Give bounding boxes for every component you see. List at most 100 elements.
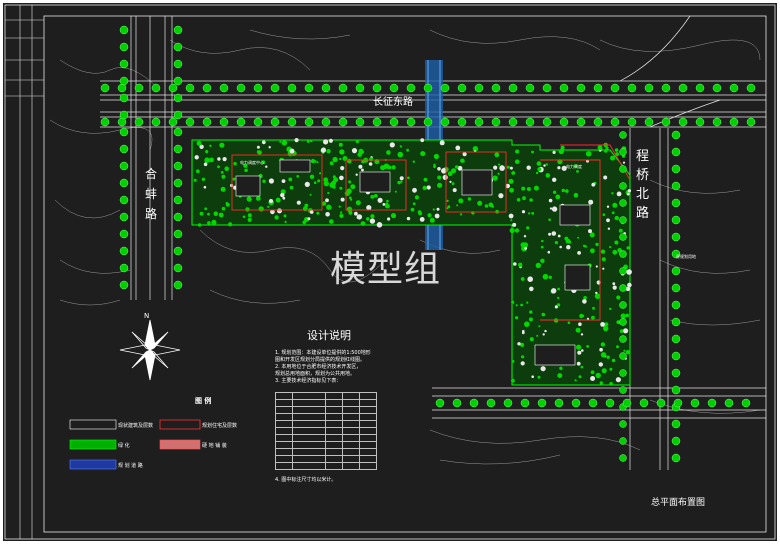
table-cell (360, 400, 377, 407)
road-char: 路 (145, 204, 165, 224)
legend-label: 硬 地 铺 装 (202, 442, 227, 449)
tree-icon (672, 267, 680, 275)
tree-icon (747, 84, 755, 92)
tree-icon (730, 84, 738, 92)
tree-icon (577, 84, 585, 92)
design-notes-title: 设计说明 (307, 330, 351, 341)
tree-icon (169, 118, 177, 126)
tree-icon (441, 118, 449, 126)
road-char: 路 (636, 204, 656, 223)
tree-icon (424, 84, 432, 92)
tree-icon (135, 118, 143, 126)
tree-icon (560, 84, 568, 92)
tree-icon (120, 162, 128, 170)
tree-icon (174, 230, 182, 238)
tree-icon (620, 268, 627, 275)
table-cell (276, 428, 293, 435)
table-cell (293, 463, 326, 470)
tree-icon (577, 118, 585, 126)
table-cell (360, 463, 377, 470)
table-cell (360, 435, 377, 442)
table-cell (360, 456, 377, 463)
tree-icon (390, 118, 398, 126)
tree-icon (271, 118, 279, 126)
table-cell (293, 414, 326, 421)
table-cell (360, 407, 377, 414)
indicator-table (275, 392, 377, 470)
tree-icon (672, 386, 680, 394)
tree-icon (356, 118, 364, 126)
tree-icon (504, 399, 512, 407)
tree-icon (672, 148, 680, 156)
table-cell (276, 407, 293, 414)
tree-icon (538, 399, 546, 407)
tree-icon (174, 128, 182, 136)
tree-icon (174, 196, 182, 204)
tree-icon (169, 84, 177, 92)
table-cell (293, 407, 326, 414)
road-char: 程 (636, 147, 656, 166)
planned-road-icon (70, 460, 116, 469)
table-cell (293, 400, 326, 407)
tree-icon (606, 399, 614, 407)
tree-icon (174, 264, 182, 272)
tree-icon (152, 84, 160, 92)
table-cell (343, 400, 360, 407)
tree-icon (589, 399, 597, 407)
road-label-east: 程 桥 北 路 (636, 147, 656, 223)
table-cell (326, 456, 343, 463)
legend-label: 绿 化 (118, 442, 130, 449)
tree-icon (672, 182, 680, 190)
table-cell (343, 442, 360, 449)
legend-title: 图 例 (195, 398, 211, 405)
table-cell (293, 421, 326, 428)
tree-icon (672, 216, 680, 224)
tree-icon (120, 60, 128, 68)
tree-icon (672, 199, 680, 207)
design-notes-body: 1. 规划范围：本建设单位提供的1:500地形 图和开发区规划分局提供的规划红线… (275, 350, 415, 385)
tree-icon (120, 128, 128, 136)
tree-icon (220, 84, 228, 92)
tree-icon (672, 369, 680, 377)
table-cell (343, 407, 360, 414)
tree-icon (174, 60, 182, 68)
north-label: N (144, 312, 149, 320)
tree-icon (645, 84, 653, 92)
tree-icon (407, 84, 415, 92)
tree-icon (305, 118, 313, 126)
road-label-hefei: 合 蚌 路 (145, 164, 165, 224)
building-label-annotation: 原规划用地 (676, 254, 696, 260)
tree-icon (611, 84, 619, 92)
tree-icon (322, 84, 330, 92)
road-char: 桥 (636, 166, 656, 185)
tree-icon (691, 399, 699, 407)
tree-icon (708, 399, 716, 407)
tree-icon (572, 399, 580, 407)
tree-icon (672, 284, 680, 292)
tree-icon (747, 118, 755, 126)
tree-icon (543, 118, 551, 126)
tree-icon (730, 118, 738, 126)
table-cell (343, 414, 360, 421)
table-cell (326, 421, 343, 428)
tree-icon (672, 352, 680, 360)
tree-icon (174, 145, 182, 153)
table-cell (360, 449, 377, 456)
tree-icon (174, 111, 182, 119)
tree-icon (101, 84, 109, 92)
tree-icon (120, 230, 128, 238)
tree-icon (174, 247, 182, 255)
design-note-line: 图和开发区规划分局提供的规划红线图。 (275, 357, 415, 364)
tree-icon (620, 455, 627, 462)
tree-icon (674, 399, 682, 407)
tree-icon (373, 118, 381, 126)
table-cell (326, 428, 343, 435)
tree-icon (322, 118, 330, 126)
tree-icon (152, 118, 160, 126)
table-cell (343, 463, 360, 470)
greenery-icon (70, 440, 116, 449)
tree-icon (662, 118, 670, 126)
table-cell (360, 442, 377, 449)
tree-icon (120, 145, 128, 153)
tree-icon (237, 118, 245, 126)
